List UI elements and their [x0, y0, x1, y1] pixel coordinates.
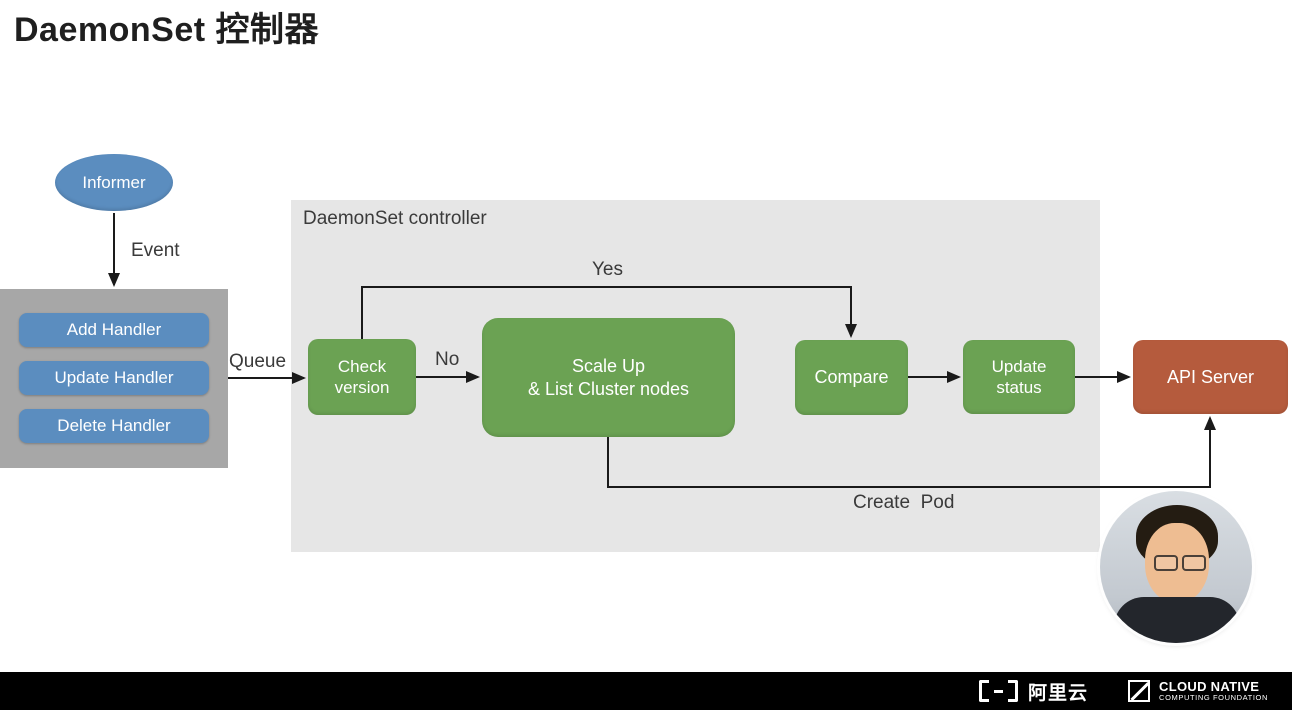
update-handler-node: Update Handler — [19, 361, 209, 395]
update-status-line1: Update — [991, 356, 1047, 376]
cncf-subtitle: COMPUTING FOUNDATION — [1159, 692, 1268, 702]
presenter-body — [1114, 597, 1240, 643]
check-version-node: Check version — [308, 339, 416, 415]
alibaba-cloud-label: 阿里云 — [1028, 682, 1089, 704]
check-version-line2: version — [334, 378, 390, 397]
update-status-line2: status — [996, 378, 1042, 397]
yes-label: Yes — [592, 259, 623, 280]
footer-bar: 阿里云 CLOUD NATIVE COMPUTING FOUNDATION — [0, 672, 1292, 710]
create-pod-label: Create Pod — [853, 492, 955, 513]
check-version-line1: Check — [337, 356, 387, 376]
alibaba-bracket-left-icon — [979, 680, 990, 702]
handlers-box: Add Handler Update Handler Delete Handle… — [0, 289, 228, 468]
no-label: No — [435, 349, 460, 370]
page-title: DaemonSet 控制器 — [14, 11, 319, 49]
cncf-mark-icon — [1128, 680, 1151, 702]
delete-handler-node: Delete Handler — [19, 409, 209, 443]
alibaba-dash-icon — [994, 689, 1004, 693]
informer-node: Informer — [55, 154, 173, 211]
cncf-title: CLOUD NATIVE — [1159, 679, 1260, 695]
api-server-node: API Server — [1133, 340, 1288, 414]
compare-node: Compare — [795, 340, 908, 415]
add-handler-node: Add Handler — [19, 313, 209, 347]
cncf-logo: CLOUD NATIVE COMPUTING FOUNDATION — [1128, 680, 1268, 702]
presenter-webcam — [1100, 491, 1252, 643]
controller-panel-title: DaemonSet controller — [303, 208, 487, 229]
scale-up-line2: & List Cluster nodes — [527, 378, 690, 399]
event-label: Event — [131, 240, 180, 261]
queue-label: Queue — [229, 351, 287, 372]
alibaba-bracket-right-icon — [1008, 680, 1019, 702]
alibaba-cloud-logo: 阿里云 — [979, 678, 1088, 705]
update-status-node: Update status — [963, 340, 1075, 414]
scale-up-node: Scale Up & List Cluster nodes — [482, 318, 735, 437]
presenter-glasses-left — [1154, 555, 1178, 571]
scale-up-line1: Scale Up — [571, 356, 646, 376]
presenter-glasses-right — [1182, 555, 1206, 571]
